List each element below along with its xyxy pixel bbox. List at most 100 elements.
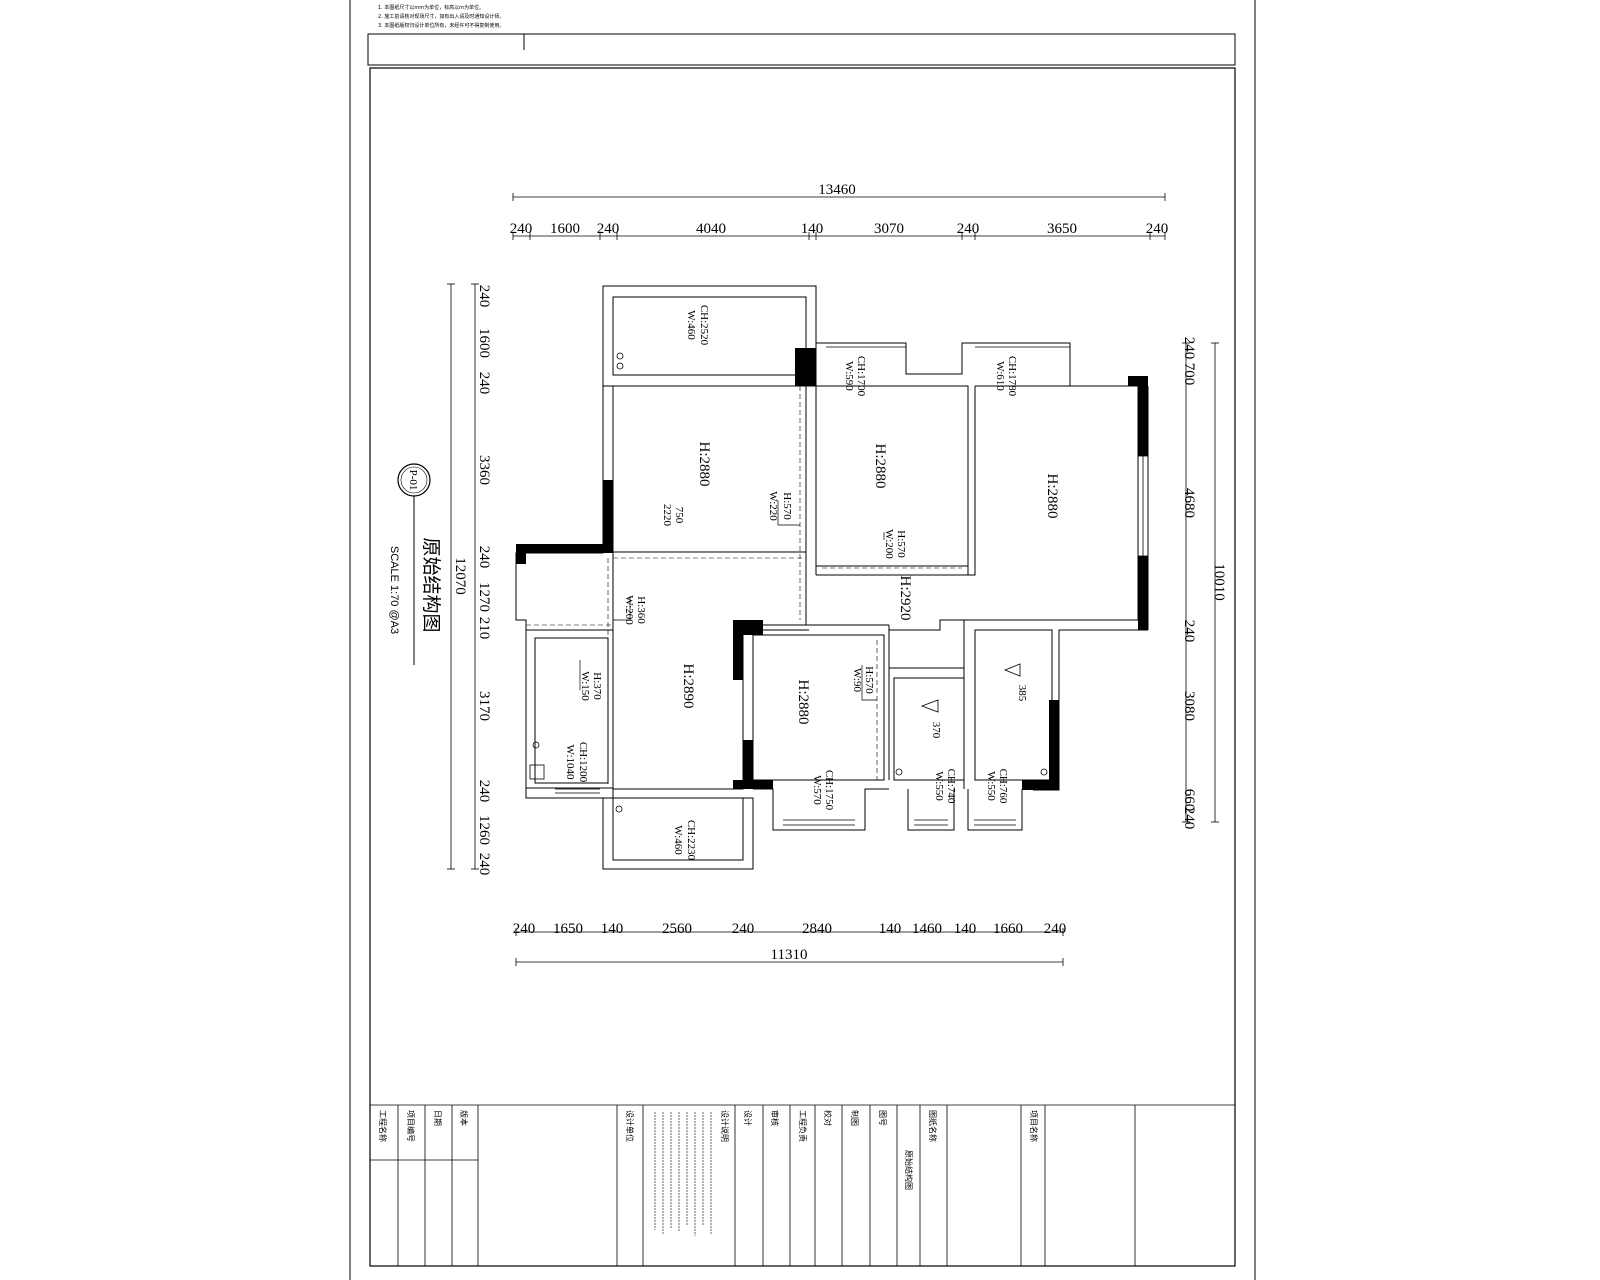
room-height: H:2880 <box>795 680 811 725</box>
tb-design-note: 设计说明 <box>720 1110 730 1142</box>
title-block-text: 工程名称 项目编号 日期 版本 设计单位 设计说明 设计 审核 工程负责 校对 … <box>378 1110 1039 1190</box>
opening-label: CH:760 <box>997 769 1009 804</box>
dim-label: 2840 <box>802 921 832 937</box>
tb-drawing-name-label: 图纸名称 <box>928 1110 938 1142</box>
opening-label: CH:1700 <box>855 356 867 397</box>
sink-icon <box>529 764 545 780</box>
drawing-tag: P-01 <box>397 463 431 665</box>
beam-label: W:200 <box>623 595 635 625</box>
dim-label: 240 <box>476 285 492 308</box>
tb-role: 图号 <box>878 1110 887 1126</box>
dim-label: 240 <box>476 780 492 803</box>
drain-icon <box>615 805 623 813</box>
bathroom-2 <box>974 629 1053 781</box>
bathroom-1 <box>893 677 965 781</box>
dim-label: 240 <box>1181 337 1197 360</box>
tb-role: 制图 <box>850 1110 860 1126</box>
dim-label: 1460 <box>912 921 942 937</box>
dim-label: 240 <box>510 221 533 237</box>
dim-label: 1660 <box>993 921 1023 937</box>
beam-label: H:370 <box>591 672 603 700</box>
dim-right-total: 10010 <box>1211 563 1227 601</box>
dim-label: 1650 <box>553 921 583 937</box>
dim-left-segments: 240 1600 240 3360 240 1270 210 3170 240 … <box>476 285 492 876</box>
dim-top-total: 13460 <box>818 182 856 198</box>
beam-label: H:360 <box>635 596 647 624</box>
opening-label: W:590 <box>843 361 855 391</box>
bedroom-3 <box>752 634 885 781</box>
dimension-left <box>447 283 479 870</box>
opening-label: W:1040 <box>564 744 576 780</box>
drawing-scale: SCALE 1:70 @A3 <box>388 546 400 634</box>
drop-label: 385 <box>1016 685 1028 702</box>
title-block <box>370 1104 1235 1266</box>
drain-icon <box>895 768 903 776</box>
opening-label: W:550 <box>933 771 945 801</box>
dim-label: 700 <box>1181 363 1197 386</box>
dim-label: 3360 <box>476 455 492 485</box>
dimension-right <box>1182 342 1219 823</box>
dim-label: 240 <box>597 221 620 237</box>
opening-label: CH:740 <box>945 769 957 804</box>
drain-icon <box>1040 768 1048 776</box>
beam-tags <box>579 500 885 701</box>
room-height: H:2880 <box>1044 474 1060 519</box>
opening-labels: CH:2520 W:460 CH:1700 W:590 CH:1780 W:61… <box>564 305 1028 861</box>
tb-drawing-name: 原始结构图 <box>904 1150 914 1190</box>
tb-role: 校对 <box>823 1110 833 1126</box>
drop-marker-icon <box>920 699 939 713</box>
dim-bottom-segments: 240 1650 140 2560 240 2840 140 1460 140 … <box>513 921 1067 937</box>
beams <box>526 386 962 784</box>
tb-role: 工程负责 <box>798 1110 808 1142</box>
tb-role: 设计 <box>743 1110 753 1126</box>
opening-label: CH:2520 <box>698 305 710 346</box>
opening-label: W:570 <box>811 775 823 805</box>
opening-label: W:610 <box>994 361 1006 391</box>
header-notes: 1. 本图纸尺寸以mm为单位，标高以m为单位。 2. 施工前请核对现场尺寸，如有… <box>378 4 504 29</box>
dim-note: 2220 <box>661 504 673 527</box>
dim-label: 3080 <box>1181 691 1197 721</box>
header-note: 2. 施工前请核对现场尺寸，如有出入请及时通知设计师。 <box>378 13 504 20</box>
drain-icon <box>616 352 624 360</box>
dim-label: 4040 <box>696 221 726 237</box>
opening-label: CH:1780 <box>1006 356 1018 397</box>
tb-label: 日期 <box>433 1110 442 1126</box>
sheet-border <box>349 0 1256 1280</box>
beam-label: W:150 <box>579 671 591 701</box>
header-note: 1. 本图纸尺寸以mm为单位，标高以m为单位。 <box>378 4 484 11</box>
tb-project-label: 项目名称 <box>1029 1110 1039 1142</box>
dim-label: 240 <box>1181 620 1197 643</box>
tb-label: 项目编号 <box>406 1110 416 1142</box>
dim-label: 660 <box>1181 789 1197 812</box>
dim-label: 240 <box>957 221 980 237</box>
dim-label: 240 <box>1044 921 1067 937</box>
beam-label: W:90 <box>851 668 863 693</box>
dim-label: 4680 <box>1181 488 1197 518</box>
dim-label: 140 <box>954 921 977 937</box>
opening-label: CH:1750 <box>823 770 835 811</box>
opening-label: W:460 <box>685 310 697 340</box>
dimension-bottom <box>515 928 1064 966</box>
tb-role: 审核 <box>770 1110 780 1126</box>
dim-label: 210 <box>476 617 492 640</box>
dim-label: 240 <box>476 372 492 395</box>
dim-label: 240 <box>732 921 755 937</box>
tb-label: 版本 <box>459 1110 469 1126</box>
room-labels: H:2880 H:2880 H:2880 H:2920 H:2890 H:288… <box>680 442 1060 725</box>
room-height: H:2880 <box>696 442 712 487</box>
beam-label: H:570 <box>895 530 907 558</box>
columns <box>516 348 1148 790</box>
dim-label: 240 <box>1181 807 1197 830</box>
header-note: 3. 本图纸版权归设计单位所有，未经许可不得复制使用。 <box>378 22 504 29</box>
drop-label: 370 <box>930 722 942 739</box>
beam-label: W:200 <box>883 529 895 559</box>
dim-label: 1270 <box>476 582 492 612</box>
dim-label: 240 <box>513 921 536 937</box>
tag-label: P-01 <box>407 470 419 491</box>
dim-label: 240 <box>476 546 492 569</box>
drain-icon <box>532 741 540 749</box>
drawing-title: 原始结构图 <box>420 537 442 632</box>
windows <box>555 342 1148 826</box>
beam-label: W:220 <box>767 491 779 521</box>
kitchen <box>525 629 614 789</box>
